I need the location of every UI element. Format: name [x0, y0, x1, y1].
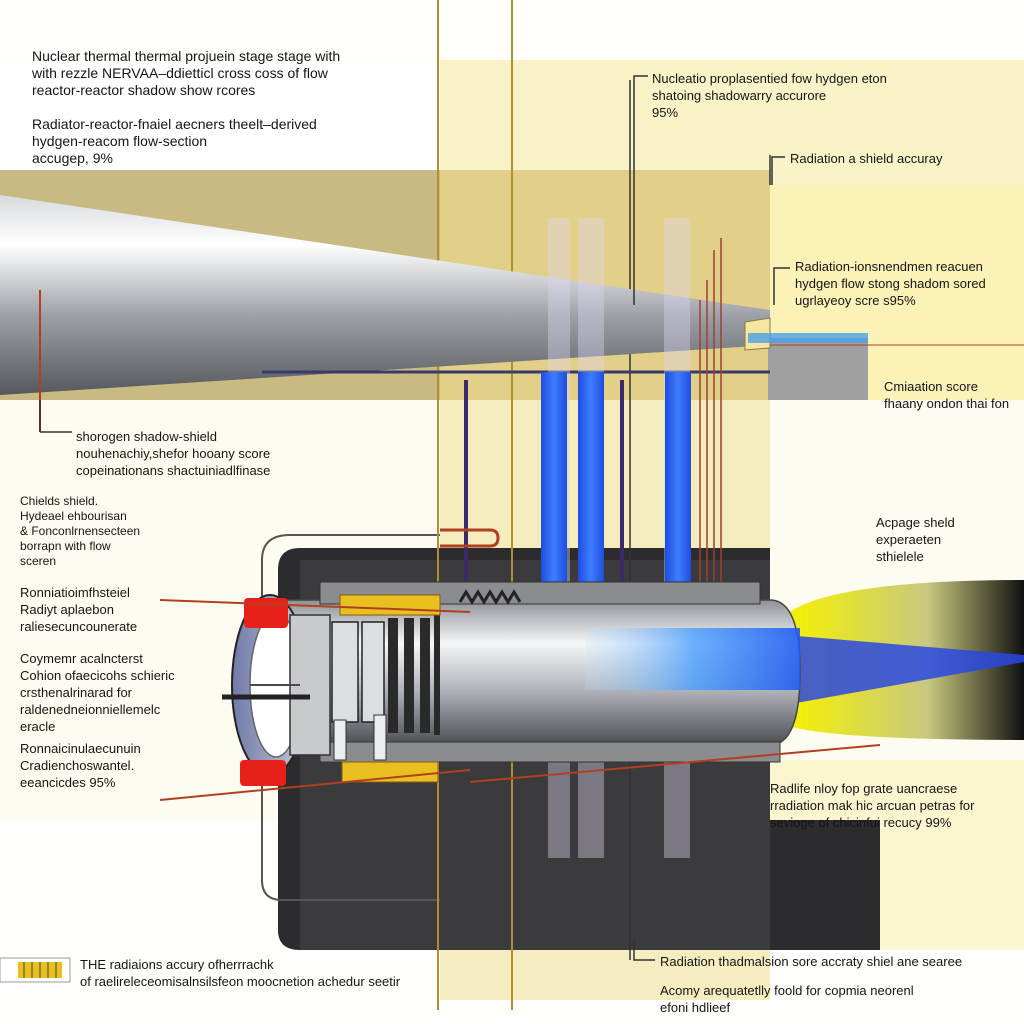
left-list-line: Ronnaicinulaecunuin: [20, 741, 141, 756]
hydrogen-flow-arrow-icon: [665, 372, 691, 600]
left-list-line: Ronniatioimfhsteiel: [20, 585, 130, 600]
shadow-shield-line: shorogen shadow-shield: [76, 429, 217, 444]
subtitle-label: Radiator-reactor-fnaiel aecners theelt–d…: [32, 116, 317, 167]
top-center-line: 95%: [652, 105, 679, 120]
top-center-line: shatoing shadowarry accurore: [652, 88, 827, 103]
leader-line: [159, 599, 471, 613]
core-plate: [404, 618, 414, 733]
lower-right-line: sevioge of chicinfui recucy 99%: [770, 815, 952, 830]
bottom-center-line: Radiation thadmalsion sore accraty shiel…: [660, 954, 963, 969]
mid-right-line: hydgen flow stong shadom sored: [795, 276, 986, 291]
left-list-line: raldenedneionniellemelc: [20, 702, 161, 717]
right-b-label: Acpage sheld experaeten sthielele: [876, 514, 955, 565]
left-list-line: Cradienchoswantel.: [20, 758, 135, 773]
label-leader: [771, 156, 785, 185]
right-a-line: Cmiaation score: [884, 379, 978, 394]
lower-right-label: Radlife nloy fop grate uancraese rradiat…: [770, 780, 974, 831]
bottom-right-line: Acomy arequatetlly foold for copmia neor…: [660, 983, 914, 998]
upper-band-panel-white: [0, 60, 440, 170]
hydrogen-flow-arrow-icon: [578, 372, 604, 600]
right-a-line: fhaany ondon thai fon: [884, 396, 1010, 411]
right-b-line: sthielele: [876, 549, 924, 564]
return-loop: [440, 528, 500, 548]
reactor-flow-glow: [585, 628, 800, 690]
subtitle-line: hydgen-reacom flow-section: [32, 133, 208, 149]
leader-line: [469, 744, 881, 783]
left-list-line: eeancicdes 95%: [20, 775, 116, 790]
right-b-line: experaeten: [876, 532, 942, 547]
left-list-line: Chields shield.: [20, 494, 99, 508]
left-list-line: crsthenalrinarad for: [20, 685, 132, 700]
core-plate: [434, 615, 440, 735]
left-list-line: Cohion ofaecicohs schieric: [20, 668, 175, 683]
support-strut: [373, 714, 387, 761]
label-leader: [633, 75, 648, 305]
control-drum: [361, 621, 385, 723]
left-list-line: borrapn with flow: [20, 539, 111, 553]
right-b-line: Acpage sheld: [876, 515, 955, 530]
coil-icon: [458, 589, 522, 605]
title-line: reactor-reactor shadow show rcores: [32, 82, 256, 98]
bottom-left-label: THE radiaions accury ofherrrachk of rael…: [80, 956, 400, 990]
bottom-left-line: of raelireleceomisalnsilsfeon moocnetion…: [80, 974, 401, 989]
reactor-bottom-jacket: [319, 741, 781, 763]
hot-inlet-marker: [244, 598, 288, 628]
left-list-line: eracle: [20, 719, 56, 734]
subtitle-line: accugep, 9%: [32, 150, 113, 166]
left-list-line: Coymemr acalncterst: [20, 651, 143, 666]
control-drum: [331, 621, 359, 723]
top-center-line: Nucleatio proplasentied fow hydgen eton: [652, 71, 887, 86]
heater-band: [339, 594, 441, 616]
left-list-line: sceren: [20, 554, 57, 568]
lower-right-line: Radlife nloy fop grate uancraese: [770, 781, 958, 796]
left-list-line: raliesecuncounerate: [20, 619, 138, 634]
bottom-right-line: efoni hdlieef: [660, 1000, 731, 1015]
title-line: with rezzle NERVAA–ddietticl cross coss …: [32, 65, 328, 81]
title-line: Nuclear thermal thermal projuein stage s…: [32, 48, 341, 64]
heater-band: [341, 761, 439, 783]
label-leader: [773, 267, 790, 305]
shadow-shield-line: nouhenachiy,shefor hooany score: [76, 446, 271, 461]
subtitle-line: Radiator-reactor-fnaiel aecners theelt–d…: [32, 116, 317, 132]
support-strut: [333, 719, 347, 761]
exhaust-core: [785, 635, 1024, 705]
left-list-group-2: Ronniatioimfhsteiel Radiyt aplaebon rali…: [20, 584, 137, 635]
core-plate: [420, 618, 430, 733]
shadow-shield-label: shorogen shadow-shield nouhenachiy,shefo…: [76, 428, 270, 479]
top-center-label: Nucleatio proplasentied fow hydgen eton …: [652, 70, 887, 121]
left-list-line: & Fonconlrnensecteen: [20, 524, 141, 538]
hot-inlet-marker: [240, 760, 286, 786]
shield-outline: [261, 534, 440, 901]
leader-line: [159, 769, 471, 801]
top-right-label: Radiation a shield accuray: [790, 150, 942, 167]
lower-right-line: rradiation mak hic arcuan petras for: [770, 798, 975, 813]
hydrogen-flow-arrow-icon: [541, 372, 567, 600]
left-list-line: Radiyt aplaebon: [20, 602, 114, 617]
bottom-center-label: Radiation thadmalsion sore accraty shiel…: [660, 953, 962, 970]
mid-right-line: ugrlayeoy scre s95%: [795, 293, 916, 308]
mid-right-line: Radiation-ionsnendmen reacuen: [795, 259, 983, 274]
bottom-right-label: Acomy arequatetlly foold for copmia neor…: [660, 982, 914, 1016]
shadow-shield-line: copeinationans shactuiniadlfinase: [76, 463, 271, 478]
bottom-left-line: THE radiaions accury ofherrrachk: [80, 957, 274, 972]
top-right-line: Radiation a shield accuray: [790, 151, 943, 166]
left-list-group-3: Coymemr acalncterst Cohion ofaecicohs sc…: [20, 650, 175, 735]
right-a-label: Cmiaation score fhaany ondon thai fon: [884, 378, 1009, 412]
title-label: Nuclear thermal thermal projuein stage s…: [32, 48, 340, 99]
left-list-group-1: Chields shield. Hydeael ehbourisan & Fon…: [20, 494, 140, 569]
label-leader: [633, 940, 655, 961]
hydrogen-inlet-bar: [748, 333, 868, 343]
mid-right-label: Radiation-ionsnendmen reacuen hydgen flo…: [795, 258, 986, 309]
nozzle-cone-icon: [0, 195, 770, 395]
left-list-line: Hydeael ehbourisan: [20, 509, 127, 523]
left-list-group-4: Ronnaicinulaecunuin Cradienchoswantel. e…: [20, 740, 141, 791]
core-plate: [388, 618, 398, 733]
